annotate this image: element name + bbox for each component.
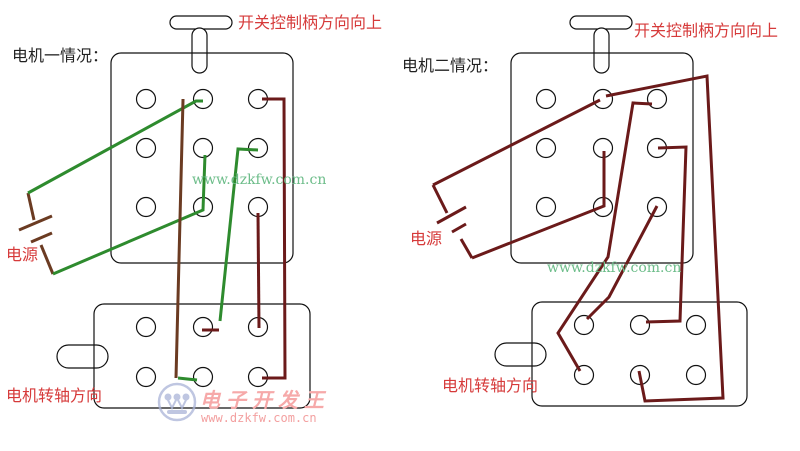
motor2-watermark: www.dzkfw.com.cn <box>547 260 682 276</box>
motor2-shaft <box>494 342 547 367</box>
motor2-wire-bottom <box>471 151 606 260</box>
motor1-switch-handle <box>169 15 233 74</box>
motor2-motor-terminals <box>573 314 707 386</box>
motor1-wire-green-motor <box>177 376 198 382</box>
watermark-logo-icon <box>157 382 197 422</box>
motor2-wire-long-right <box>605 74 725 403</box>
motor2-wire-diagonal <box>585 205 659 321</box>
motor1-switch-label: 开关控制柄方向向上 <box>238 13 383 32</box>
motor2-switch-label: 开关控制柄方向向上 <box>634 21 779 40</box>
motor1-wire-green-top <box>27 99 203 195</box>
motor2-title: 电机二情况： <box>402 56 499 75</box>
motor1-wire-green-mid <box>218 147 259 322</box>
motor1-watermark: www.dzkfw.com.cn <box>192 172 327 188</box>
motor1-wire-green-bottom <box>52 154 207 276</box>
motor1-switch-body <box>110 52 294 264</box>
motor2-switch-terminals <box>535 88 668 218</box>
motor1-power-label: 电源 <box>6 245 39 264</box>
motor1-wire-brown <box>174 99 185 379</box>
motor1-motor-terminals <box>135 316 269 388</box>
motor1-wire-red-center <box>256 212 261 329</box>
motor2-switch-handle <box>569 15 633 74</box>
motor1-title: 电机一情况： <box>12 46 109 65</box>
watermark-logo-url: www.dzkfw.com.cn <box>201 411 317 425</box>
motor2-wire-top <box>432 98 601 187</box>
motor1-shaft-label: 电机转轴方向 <box>6 386 103 405</box>
motor2-switch-body <box>510 52 694 264</box>
motor1-shaft <box>56 344 109 369</box>
motor2-wire-upper-right <box>645 145 688 324</box>
motor2-battery <box>431 184 474 259</box>
watermark-logo-text: 电子开发王 <box>200 388 330 412</box>
motor2-shaft-label: 电机转轴方向 <box>442 376 539 395</box>
motor2-motor-body <box>531 301 748 407</box>
motor1-battery <box>18 192 55 275</box>
motor1-wire-red-right <box>262 97 287 380</box>
motor2-power-label: 电源 <box>410 229 443 248</box>
motor2-wire-center-left <box>556 101 653 372</box>
